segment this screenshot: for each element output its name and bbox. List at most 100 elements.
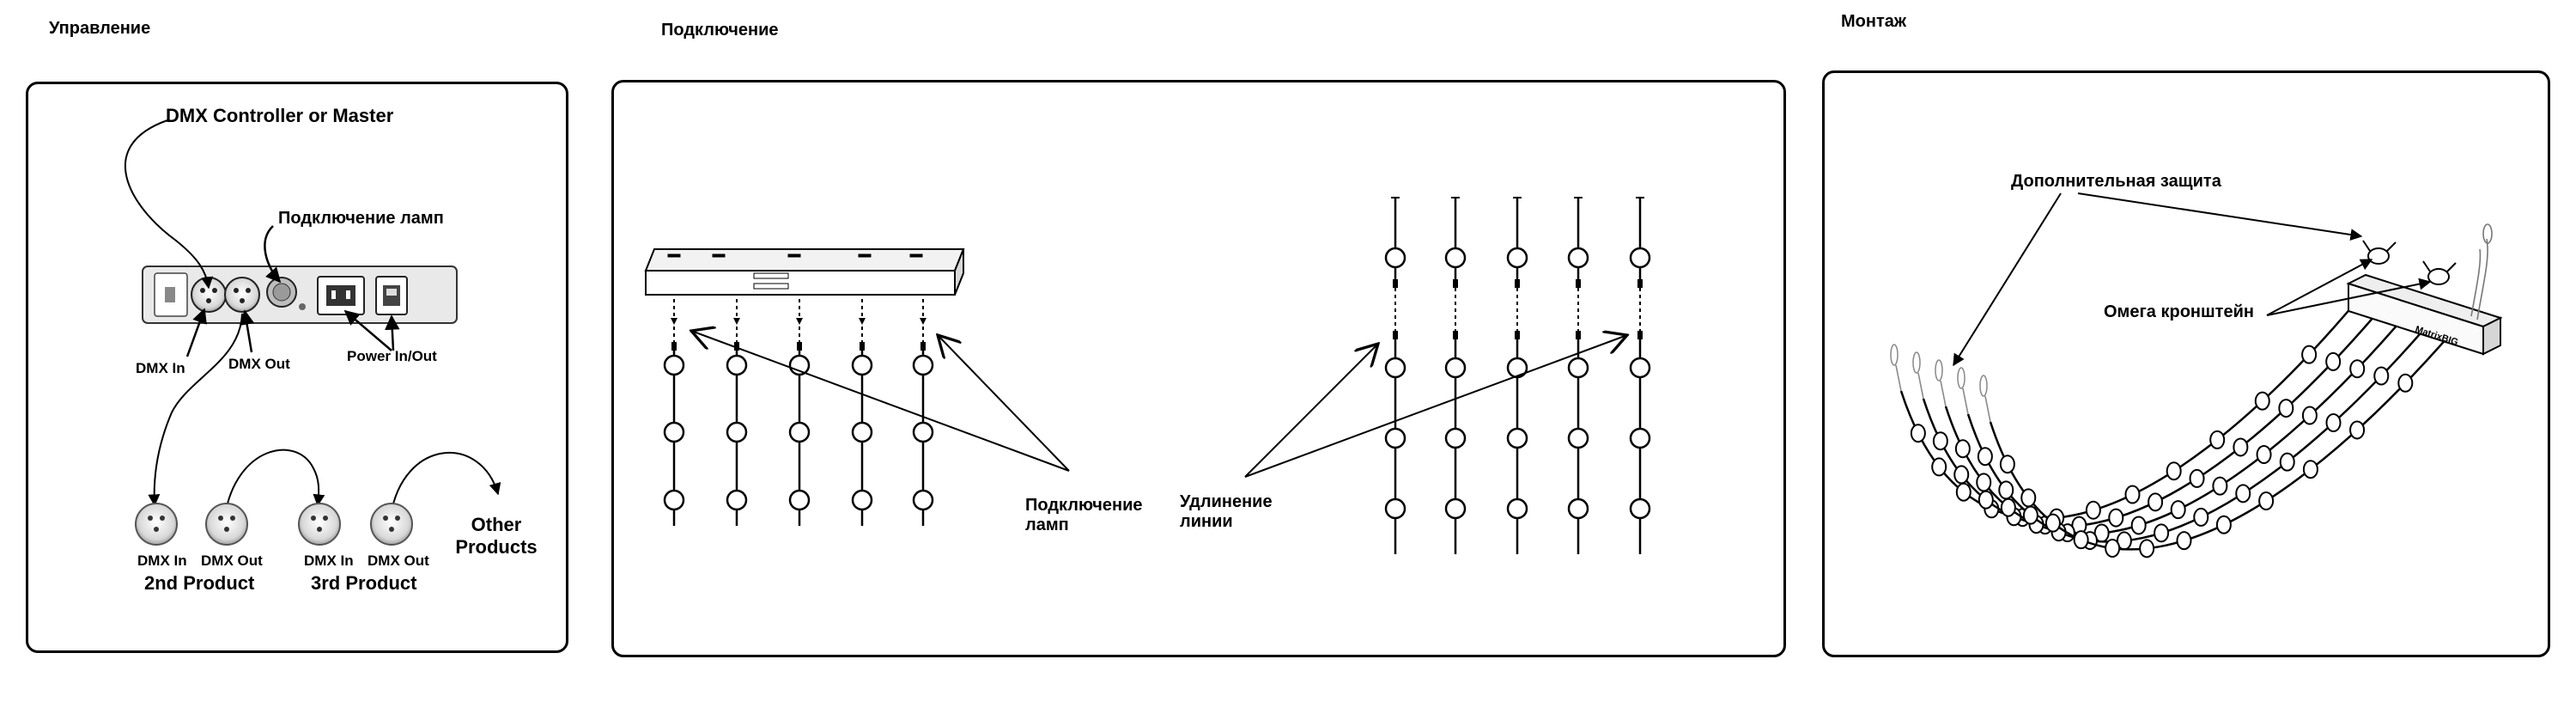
lamp-strings — [663, 197, 1651, 554]
lamp-node — [2022, 505, 2038, 525]
lamp-node — [912, 489, 934, 511]
lamp-node — [851, 421, 873, 443]
heading-connection: Подключение — [661, 21, 779, 40]
lamp-node — [2148, 492, 2164, 512]
lamp-node — [1955, 482, 1971, 502]
lamp-node — [2105, 539, 2121, 558]
lamp-node — [1978, 490, 1994, 510]
pointer-line — [1244, 344, 1378, 478]
lamp-node — [1384, 357, 1406, 379]
lamp-node — [2154, 523, 2170, 543]
lamp-node — [2233, 437, 2249, 457]
line-extension-note-line1: Удлинение — [1180, 492, 1273, 511]
lamp-node — [2258, 491, 2275, 511]
lamp-node — [1998, 480, 2014, 500]
lamp-string — [726, 299, 748, 526]
lamp-node — [1931, 457, 1947, 477]
controller-device — [142, 266, 458, 324]
lamp-node — [2176, 531, 2192, 551]
lamp-node — [1953, 465, 1970, 485]
lamp-string — [851, 299, 873, 526]
other-products-line2: Products — [455, 536, 538, 558]
lamp-node — [1506, 247, 1528, 269]
lamp-node — [2301, 345, 2318, 364]
second-dmx-out-label: DMX Out — [201, 552, 263, 569]
lamp-node — [1444, 427, 1467, 449]
lamp-node — [1629, 497, 1651, 520]
lamp-node — [2108, 508, 2124, 528]
lamp-node — [2170, 500, 2186, 520]
lamp-node — [2124, 485, 2141, 504]
second-product-label: 2nd Product — [144, 572, 255, 594]
lamp-node — [2085, 500, 2101, 520]
lamp-node — [2139, 539, 2155, 558]
lamp-node — [1384, 247, 1406, 269]
second-product-connectors — [135, 503, 248, 546]
lamp-node — [726, 354, 748, 376]
lamp-node — [788, 421, 811, 443]
lamp-node — [2212, 476, 2228, 496]
lamp-string — [912, 299, 934, 526]
omega-bracket-label: Омега кронштейн — [2104, 302, 2254, 321]
lamp-node — [1384, 497, 1406, 520]
lamp-string — [663, 299, 685, 526]
lamp-node — [2215, 515, 2232, 534]
lamp-node — [1954, 439, 1971, 459]
controller-label: DMX Controller or Master — [166, 105, 394, 126]
pointer-line — [1244, 335, 1627, 478]
lamp-node — [2235, 484, 2251, 504]
lamp-node — [663, 421, 685, 443]
lamp-node — [1506, 427, 1528, 449]
lamp-node — [2209, 430, 2226, 449]
lamp-string — [1629, 197, 1651, 554]
lamp-node — [1506, 497, 1528, 520]
lamp-node — [1567, 247, 1589, 269]
other-products-label: Other Products — [453, 514, 539, 558]
control-box — [644, 248, 965, 296]
lamp-node — [1999, 455, 2015, 474]
xlr-in-icon — [135, 503, 178, 546]
third-product-connectors — [298, 503, 413, 546]
mount-box: MatrixBIG — [2346, 273, 2503, 356]
third-product-label: 3rd Product — [311, 572, 417, 594]
lamp-string — [1567, 197, 1589, 554]
lamp-node — [2000, 497, 2016, 517]
third-dmx-in-label: DMX In — [304, 552, 354, 569]
lamp-chains — [1890, 300, 2457, 558]
lamp-node — [2279, 452, 2295, 472]
lamp-node — [1976, 473, 1992, 492]
lamp-node — [2397, 373, 2414, 393]
dmx-in-label: DMX In — [136, 360, 185, 376]
heading-control: Управление — [49, 19, 151, 38]
lamp-node — [1629, 427, 1651, 449]
lamp-node — [912, 421, 934, 443]
power-label: Power In/Out — [347, 348, 437, 364]
lamp-node — [851, 489, 873, 511]
lamp-node — [788, 489, 811, 511]
lamp-chain — [1979, 327, 2457, 558]
lamp-node — [1506, 357, 1528, 379]
heading-mounting: Монтаж — [1841, 12, 1907, 31]
lamp-node — [2373, 366, 2390, 386]
lamp-node — [1910, 424, 1926, 443]
lamp-node — [2349, 420, 2366, 440]
lamp-node — [2020, 488, 2037, 508]
other-products-line1: Other — [471, 514, 522, 535]
lamp-node — [2302, 460, 2318, 479]
dmx-out-label: DMX Out — [228, 356, 290, 372]
lamp-node — [663, 489, 685, 511]
lamp-connection-note: Подключение ламп — [1025, 496, 1143, 535]
pointer-line — [938, 335, 1070, 472]
lamp-node — [2301, 406, 2318, 425]
lamp-node — [1567, 357, 1589, 379]
lamp-node — [1567, 497, 1589, 520]
lamp-node — [2256, 445, 2272, 465]
xlr-out-icon — [370, 503, 413, 546]
lamp-node — [1384, 427, 1406, 449]
lamp-node — [1977, 447, 1993, 467]
lamp-string — [1444, 197, 1467, 554]
lamp-connection-note-line1: Подключение — [1025, 496, 1143, 515]
lamp-node — [2189, 468, 2205, 488]
